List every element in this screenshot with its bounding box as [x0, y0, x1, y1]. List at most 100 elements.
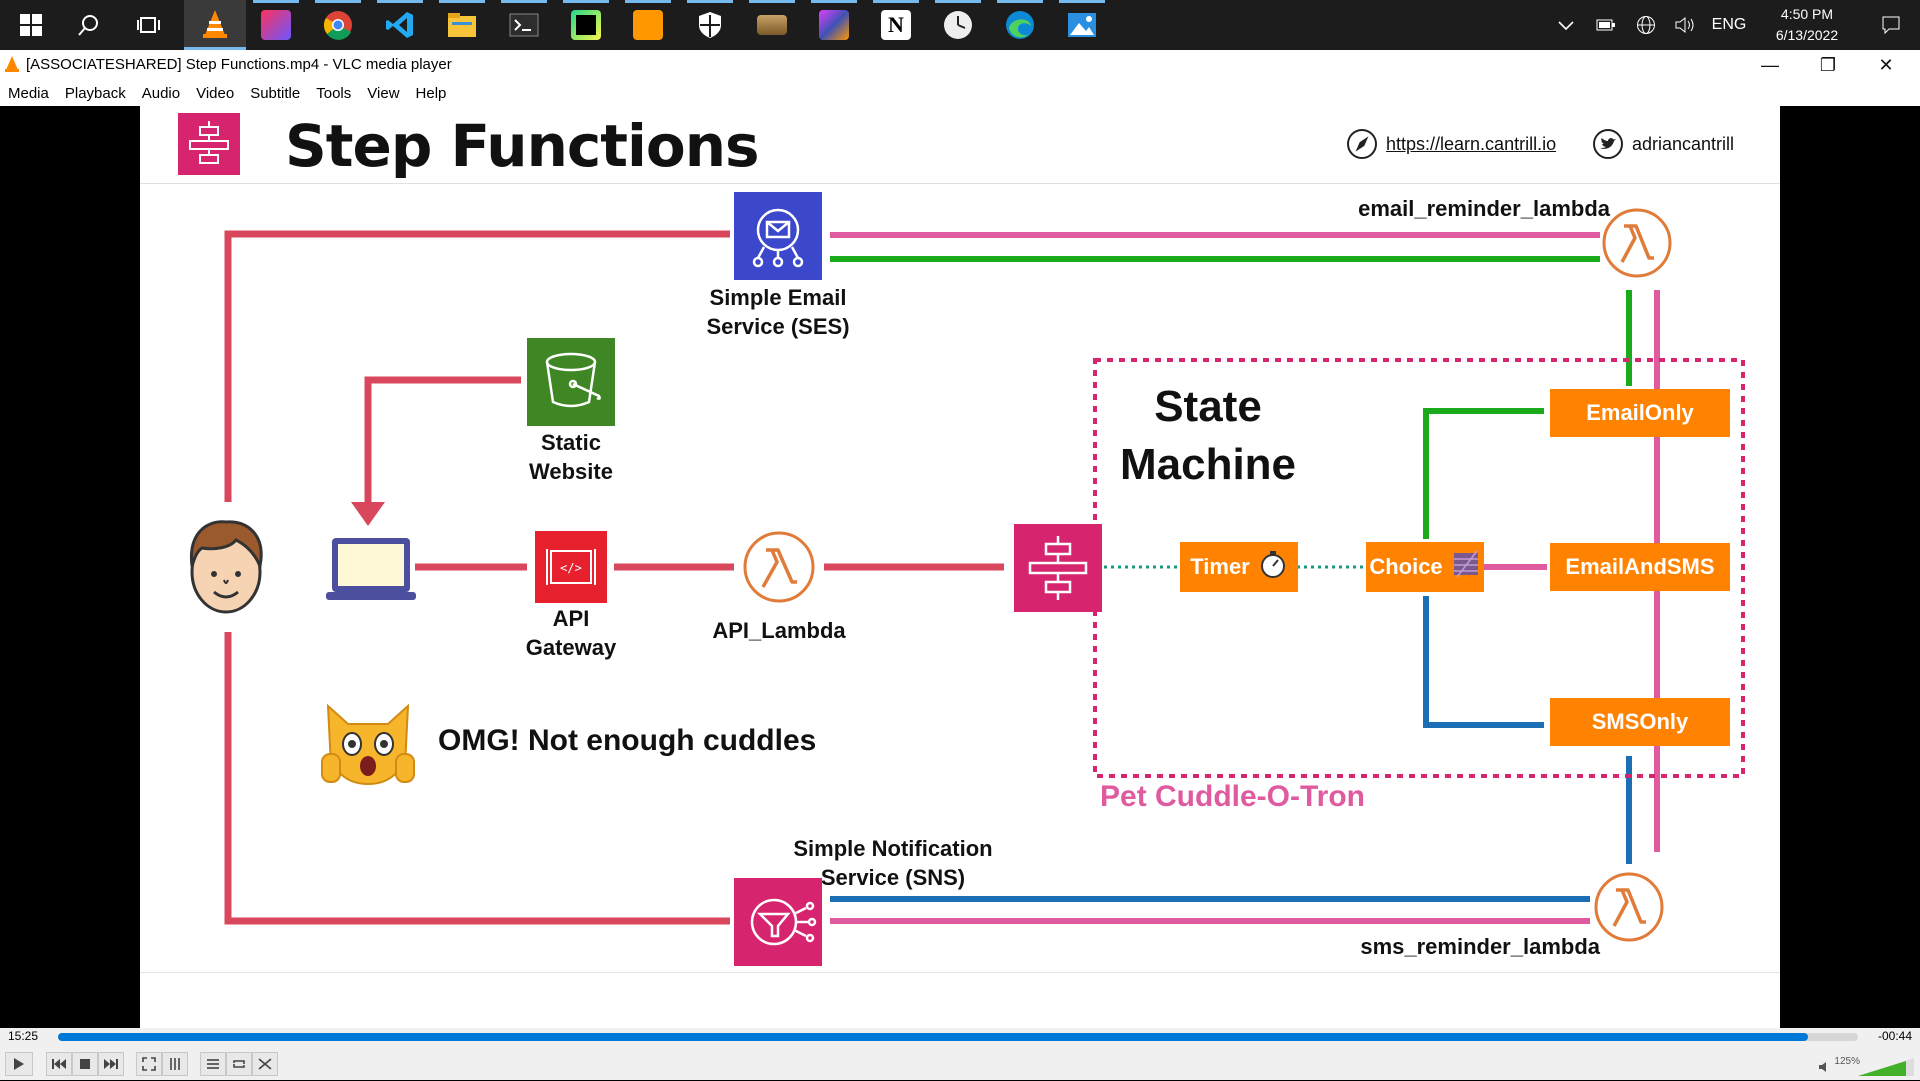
- menu-video[interactable]: Video: [196, 84, 235, 102]
- security-icon[interactable]: [679, 0, 741, 50]
- stopwatch-icon: [1258, 549, 1288, 585]
- player-controls: 15:25 -00:44 125%: [0, 1028, 1920, 1080]
- volume-slider[interactable]: [1858, 1058, 1914, 1081]
- state-timer: Timer: [1180, 542, 1298, 592]
- clock-time: 4:50 PM: [1780, 6, 1834, 22]
- vscode-icon[interactable]: [369, 0, 431, 50]
- menu-view[interactable]: View: [367, 84, 400, 102]
- taskbar: N ENG 4:50 PM 6/13/2022: [0, 0, 1920, 50]
- previous-button[interactable]: [46, 1052, 72, 1076]
- menu-audio[interactable]: Audio: [141, 84, 181, 102]
- task-view-icon[interactable]: [118, 0, 180, 50]
- user-avatar-icon: [184, 514, 268, 629]
- loop-button[interactable]: [226, 1052, 252, 1076]
- package-icon[interactable]: [741, 0, 803, 50]
- globe-icon[interactable]: [1626, 0, 1666, 50]
- red-connectors: [224, 230, 1004, 925]
- volume-percent: 125%: [1834, 1056, 1860, 1067]
- course-link[interactable]: https://learn.cantrill.io: [1386, 134, 1557, 154]
- laptop-icon: [324, 534, 418, 611]
- twitter-handle[interactable]: adriancantrill: [1632, 134, 1735, 154]
- api-gateway-label: API Gateway: [525, 606, 617, 660]
- api-lambda-label: API_Lambda: [712, 618, 846, 643]
- window-title: [ASSOCIATESHARED] Step Functions.mp4 - V…: [26, 56, 452, 73]
- slide-title: Step Functions: [285, 112, 760, 180]
- vlc-icon[interactable]: [184, 0, 246, 50]
- menu-media[interactable]: Media: [8, 84, 49, 102]
- twitter-icon: [1592, 128, 1624, 165]
- green-connectors: [830, 256, 1632, 539]
- scared-cat-icon: [318, 696, 418, 793]
- chrome-icon[interactable]: [307, 0, 369, 50]
- stop-button[interactable]: [72, 1052, 98, 1076]
- terminal-icon[interactable]: [493, 0, 555, 50]
- playlist-button[interactable]: [200, 1052, 226, 1076]
- email-lambda-icon: [1602, 208, 1672, 283]
- state-sms-only: SMSOnly: [1550, 698, 1730, 746]
- api-lambda-icon: [743, 531, 815, 608]
- seek-progress: [58, 1033, 1808, 1041]
- clock-app-icon[interactable]: [927, 0, 989, 50]
- window-titlebar: [ASSOCIATESHARED] Step Functions.mp4 - V…: [0, 50, 1920, 80]
- step-functions-icon: [1014, 524, 1102, 612]
- sublime-icon[interactable]: [617, 0, 679, 50]
- windows-start-icon[interactable]: [0, 0, 62, 50]
- chevron-up-icon[interactable]: [1546, 0, 1586, 50]
- ses-icon: [734, 192, 822, 280]
- app-icon[interactable]: [803, 0, 865, 50]
- slide-header: Step Functions https://learn.cantrill.io…: [140, 106, 1780, 184]
- state-choice: Choice: [1366, 542, 1484, 592]
- pet-cuddle-label: Pet Cuddle-O-Tron: [1100, 780, 1365, 813]
- menu-tools[interactable]: Tools: [316, 84, 352, 102]
- seek-bar[interactable]: [58, 1033, 1858, 1041]
- state-email-only: EmailOnly: [1550, 389, 1730, 437]
- sms-lambda-label: sms_reminder_lambda: [1360, 934, 1600, 959]
- battery-icon[interactable]: [1586, 0, 1626, 50]
- cuddles-message: OMG! Not enough cuddles: [438, 724, 817, 757]
- play-button[interactable]: [5, 1052, 33, 1076]
- extended-settings-button[interactable]: [162, 1052, 188, 1076]
- menu-subtitle[interactable]: Subtitle: [250, 84, 301, 102]
- minimize-button[interactable]: —: [1761, 54, 1779, 75]
- email-lambda-label: email_reminder_lambda: [1358, 196, 1610, 221]
- state-email-and-sms: EmailAndSMS: [1550, 543, 1730, 591]
- state-machine-label: State Machine: [1119, 382, 1297, 489]
- sns-icon: [734, 878, 822, 966]
- s3-bucket-icon: [527, 338, 615, 426]
- photos-icon[interactable]: [1051, 0, 1113, 50]
- next-button[interactable]: [98, 1052, 124, 1076]
- notification-icon[interactable]: [1862, 0, 1920, 50]
- sms-lambda-icon: [1594, 872, 1664, 947]
- ses-label: Simple Email Service (SES): [706, 285, 850, 339]
- svg-text:</>: </>: [560, 561, 582, 575]
- shuffle-button[interactable]: [252, 1052, 278, 1076]
- close-button[interactable]: ✕: [1878, 54, 1894, 75]
- video-area[interactable]: Step Functions https://learn.cantrill.io…: [0, 106, 1920, 1028]
- pycharm-icon[interactable]: [555, 0, 617, 50]
- arrow-head: [351, 502, 385, 526]
- step-functions-icon: [178, 113, 240, 175]
- signpost-icon: [1451, 549, 1481, 585]
- intellij-icon[interactable]: [245, 0, 307, 50]
- search-icon[interactable]: [58, 0, 120, 50]
- language-indicator[interactable]: ENG: [1711, 16, 1747, 33]
- volume-icon[interactable]: [1666, 0, 1706, 50]
- slide-footer-divider: [140, 972, 1780, 973]
- system-tray: ENG 4:50 PM 6/13/2022: [1546, 0, 1920, 50]
- remaining-time[interactable]: -00:44: [1877, 1029, 1912, 1043]
- file-explorer-icon[interactable]: [431, 0, 493, 50]
- state-choice-label: Choice: [1369, 554, 1443, 579]
- compass-icon: [1346, 128, 1378, 165]
- clock[interactable]: 4:50 PM 6/13/2022: [1752, 4, 1862, 46]
- notion-icon[interactable]: N: [865, 0, 927, 50]
- static-website-label: Static Website: [529, 430, 613, 484]
- elapsed-time: 15:25: [8, 1029, 39, 1043]
- state-timer-label: Timer: [1190, 554, 1250, 579]
- fullscreen-button[interactable]: [136, 1052, 162, 1076]
- maximize-button[interactable]: ❐: [1819, 54, 1837, 75]
- slide: Step Functions https://learn.cantrill.io…: [140, 106, 1780, 1028]
- speaker-icon[interactable]: [1818, 1060, 1832, 1078]
- edge-icon[interactable]: [989, 0, 1051, 50]
- menu-playback[interactable]: Playback: [64, 84, 126, 102]
- menu-help[interactable]: Help: [415, 84, 447, 102]
